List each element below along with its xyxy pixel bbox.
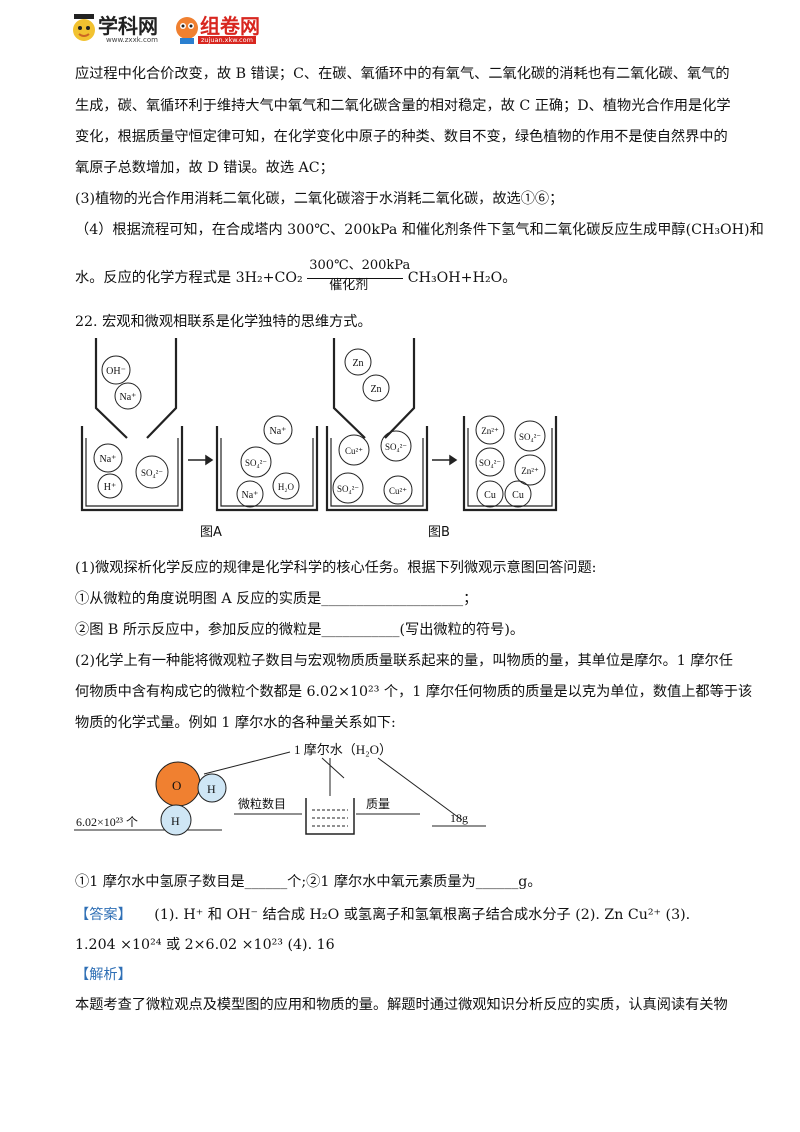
text-line-equation: 水。反应的化学方程式是 3H₂+CO₂ 300℃、200kPa 催化剂 CH₃O… [75, 258, 735, 293]
ion-label: SO₄²⁻ [245, 458, 267, 468]
ion-label: H₂O [278, 482, 295, 492]
text-line: （4）根据流程可知，在合成塔内 300℃、200kPa 和催化剂条件下氢气和二氧… [75, 222, 764, 238]
ion-label: Cu²⁺ [389, 486, 407, 496]
analysis-text: 本题考查了微粒观点及模型图的应用和物质的量。解题时通过微观知识分析反应的实质，认… [75, 997, 728, 1013]
ion-label: Na⁺ [100, 454, 117, 465]
ion-label: Na⁺ [270, 426, 287, 437]
question-title: 22. 宏观和微观相联系是化学独特的思维方式。 [75, 314, 372, 330]
ion-label: Zn [370, 384, 381, 395]
text-line: (3)植物的光合作用消耗二氧化碳，二氧化碳溶于水消耗二氧化碳，故选①⑥； [75, 191, 564, 207]
answer-line: 【答案】 (1). H⁺ 和 OH⁻ 结合成 H₂O 或氢离子和氢氧根离子结合成… [75, 905, 735, 925]
logo-xkw-text: 学科网 [98, 14, 158, 38]
header-logos: 学科网 www.zxxk.com 组卷网 zujuan.xkw.com [70, 8, 300, 48]
text-line: 氧原子总数增加，故 D 错误。故选 AC； [75, 160, 334, 176]
logo-zujuan-mascot-icon [176, 17, 198, 44]
ion-label: Cu²⁺ [345, 446, 363, 456]
question-part-1: (1)微观探析化学反应的规律是化学科学的核心任务。根据下列微观示意图回答问题: [75, 560, 597, 576]
hydrogen-atom [160, 804, 192, 836]
hydrogen-atom [197, 773, 227, 803]
particle-count-label: 微粒数目 [238, 796, 286, 811]
ion-label: Cu [484, 490, 496, 501]
logo-xkw-url: www.zxxk.com [106, 36, 158, 44]
ion-label: SO₄²⁻ [519, 432, 541, 442]
figure-ab: OH⁻ Na⁺ Na⁺ H⁺ SO₄²⁻ Na⁺ SO₄²⁻ H₂O Na⁺ Z… [80, 338, 558, 540]
oxygen-label: O [172, 778, 181, 793]
answer-tag: 【答案】 [75, 907, 132, 923]
question-part-2: 何物质中含有构成它的微粒个数都是 6.02×10²³ 个，1 摩尔任何物质的质量… [75, 684, 753, 700]
text-line: 生成，碳、氧循环利于维持大气中氧气和二氧化碳含量的相对稳定，故 C 正确；D、植… [75, 98, 731, 114]
answer-line-2: 1.204 ×10²⁴ 或 2×6.02 ×10²³ (4). 16 [75, 937, 335, 953]
question-part-1b: ②图 B 所示反应中，参加反应的微粒是___________(写出微粒的符号)。 [75, 622, 525, 638]
equation-reactants: 水。反应的化学方程式是 3H₂+CO₂ [75, 270, 303, 286]
hydrogen-label: H [171, 814, 180, 828]
logo-zujuan-text: 组卷网 [200, 14, 260, 38]
equation-products: CH₃OH+H₂O。 [407, 270, 517, 286]
ion-label: Zn²⁺ [521, 466, 539, 476]
mass-label: 质量 [366, 797, 390, 811]
question-part-3: ①1 摩尔水中氢原子数目是______个;②1 摩尔水中氧元素质量为______… [75, 874, 542, 890]
ion-label: OH⁻ [106, 366, 126, 377]
logo-mascot-icon [73, 14, 95, 41]
particle-count: 6.02×10²³ 个 [76, 815, 138, 829]
ion-label: Cu [512, 490, 524, 501]
question-part-2: 物质的化学式量。例如 1 摩尔水的各种量关系如下: [75, 715, 396, 731]
hydrogen-label: H [207, 782, 216, 796]
figure-mole-water: O H H 1 摩尔水（H₂O） 6.02×10²³ 个 微粒数目 质量 18g [74, 742, 486, 836]
logo-zujuan-url: zujuan.xkw.com [198, 36, 256, 44]
text-line: 变化，根据质量守恒定律可知，在化学变化中原子的种类、数目不变，绿色植物的作用不是… [75, 129, 728, 145]
ion-label: Na⁺ [120, 392, 137, 403]
answer-text: (1). H⁺ 和 OH⁻ 结合成 H₂O 或氢离子和氢氧根离子结合成水分子 (… [154, 907, 691, 923]
question-part-1a: ①从微粒的角度说明图 A 反应的实质是____________________； [75, 591, 478, 607]
ion-label: Zn²⁺ [481, 426, 499, 436]
figure-b-label: 图B [428, 525, 450, 540]
text-line: 应过程中化合价改变，故 B 错误；C、在碳、氧循环中的有氧气、二氧化碳的消耗也有… [75, 66, 730, 82]
ion-label: SO₄²⁻ [337, 484, 359, 494]
equation-line [307, 278, 404, 279]
mass-value: 18g [450, 811, 468, 825]
water-label: 1 摩尔水（H₂O） [294, 742, 392, 757]
ion-label: Zn [352, 358, 363, 369]
figure-a-label: 图A [200, 525, 222, 540]
ion-label: SO₄²⁻ [479, 458, 501, 468]
question-part-2: (2)化学上有一种能将微观粒子数目与宏观物质质量联系起来的量，叫物质的量，其单位… [75, 653, 733, 669]
equation-condition-bottom: 催化剂 [329, 278, 369, 293]
ion-label: SO₄²⁻ [141, 468, 163, 478]
equation-condition-top: 300℃、200kPa [309, 258, 411, 273]
ion-label: H⁺ [104, 482, 117, 493]
ion-label: Na⁺ [242, 490, 259, 501]
analysis-tag: 【解析】 [75, 967, 132, 983]
ion-label: SO₄²⁻ [385, 442, 407, 452]
